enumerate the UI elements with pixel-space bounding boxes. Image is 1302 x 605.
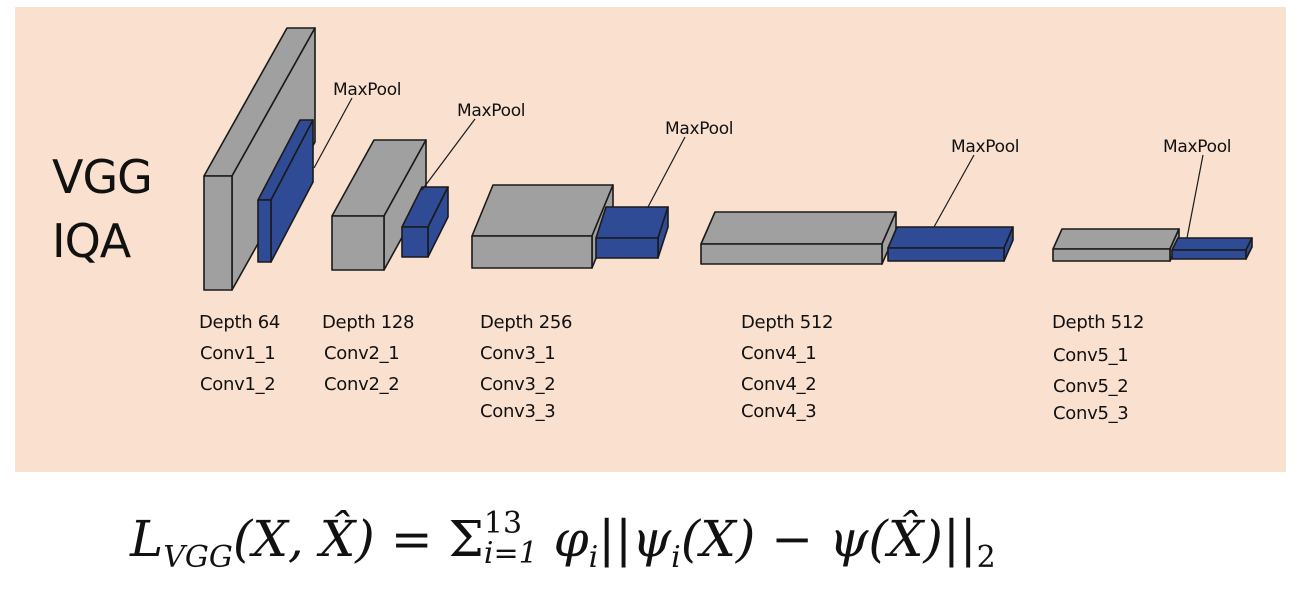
- maxpool-label-2: MaxPool: [457, 101, 526, 121]
- maxpool-block-2: [401, 186, 449, 258]
- maxpool-leader-line-3: [647, 136, 686, 208]
- formula-sum-lower: i=1: [483, 536, 538, 571]
- maxpool-label-4: MaxPool: [951, 137, 1020, 157]
- maxpool-block-5-top-face: [1171, 237, 1253, 251]
- layer-label-conv1-2: Conv1_2: [200, 374, 276, 395]
- conv-block-1: [203, 27, 316, 291]
- formula-psi-2: ψ: [829, 510, 869, 568]
- maxpool-block-4-top-face: [887, 226, 1014, 249]
- layer-label-conv2-2: Conv2_2: [324, 374, 400, 395]
- depth-label-4: Depth 512: [741, 312, 834, 333]
- formula-minus: −: [771, 510, 814, 568]
- vgg-block-5: [1052, 154, 1253, 262]
- formula-phi-subscript: i: [588, 540, 599, 575]
- conv-block-5-front-face: [1052, 248, 1171, 262]
- maxpool-block-2-front-face: [401, 226, 429, 258]
- formula-phi: φ: [553, 510, 589, 568]
- conv-block-2: [331, 139, 427, 271]
- maxpool-block-1: [257, 119, 314, 263]
- maxpool-label-3: MaxPool: [665, 119, 734, 139]
- conv-block-3-top-face: [471, 184, 614, 237]
- conv-block-5: [1052, 228, 1180, 262]
- formula-arg-2: (X̂): [868, 510, 943, 568]
- layer-label-conv5-2: Conv5_2: [1053, 376, 1129, 397]
- depth-label-5: Depth 512: [1052, 312, 1145, 333]
- layer-label-conv4-1: Conv4_1: [741, 343, 817, 364]
- maxpool-leader-line-1: [313, 97, 353, 169]
- layer-label-conv3-2: Conv3_2: [480, 374, 556, 395]
- layer-label-conv3-3: Conv3_3: [480, 401, 556, 422]
- title-vgg: VGG: [52, 150, 153, 204]
- formula-sigma: Σ: [448, 510, 484, 568]
- layer-label-conv1-1: Conv1_1: [200, 343, 276, 364]
- conv-block-3-front-face: [471, 235, 593, 269]
- title-iqa: IQA: [52, 214, 131, 268]
- formula-loss-args: (X, X̂): [232, 510, 375, 568]
- layer-label-conv4-3: Conv4_3: [741, 401, 817, 422]
- depth-label-2: Depth 128: [322, 312, 415, 333]
- maxpool-block-5-front-face: [1171, 249, 1247, 260]
- formula-loss-subscript: VGG: [163, 540, 233, 575]
- depth-label-3: Depth 256: [480, 312, 573, 333]
- maxpool-leader-line-5: [1186, 154, 1204, 239]
- maxpool-block-3-front-face: [595, 237, 659, 259]
- layer-label-conv4-2: Conv4_2: [741, 374, 817, 395]
- layer-label-conv5-3: Conv5_3: [1053, 403, 1129, 424]
- vgg-block-1: [203, 27, 353, 291]
- conv-block-5-top-face: [1052, 228, 1180, 250]
- formula-psi-1: ψ: [631, 510, 672, 568]
- formula-norm-close: ||: [942, 510, 977, 568]
- conv-block-4: [700, 211, 897, 265]
- depth-label-1: Depth 64: [199, 312, 281, 333]
- maxpool-label-5: MaxPool: [1163, 137, 1232, 157]
- maxpool-block-3-top-face: [595, 206, 669, 239]
- vgg-block-3: [471, 136, 686, 269]
- layer-label-conv5-1: Conv5_1: [1053, 345, 1129, 366]
- conv-block-2-front-face: [331, 215, 385, 271]
- formula-sum-upper: 13: [483, 506, 523, 541]
- maxpool-label-1: MaxPool: [333, 80, 402, 100]
- formula-arg-1: (X): [680, 510, 756, 568]
- conv-block-4-front-face: [700, 243, 883, 265]
- formula-psi-1-subscript: i: [671, 540, 681, 575]
- maxpool-block-4-front-face: [887, 247, 1005, 262]
- formula-norm-subscript: 2: [976, 540, 996, 575]
- maxpool-block-5: [1171, 237, 1253, 260]
- vgg-block-4: [700, 154, 1014, 265]
- conv-block-3: [471, 184, 614, 269]
- maxpool-leader-line-4: [933, 154, 975, 228]
- maxpool-block-3: [595, 206, 669, 259]
- formula-equals: =: [390, 510, 433, 568]
- maxpool-block-4: [887, 226, 1014, 262]
- conv-block-4-top-face: [700, 211, 897, 245]
- maxpool-block-1-front-face: [257, 199, 272, 263]
- maxpool-leader-line-2: [421, 118, 476, 191]
- layer-label-conv3-1: Conv3_1: [480, 343, 556, 364]
- vgg-block-2: [331, 118, 476, 271]
- formula-norm-open: ||: [598, 510, 632, 568]
- layer-label-conv2-1: Conv2_1: [324, 343, 400, 364]
- formula-loss-symbol: L: [130, 510, 164, 568]
- conv-block-1-front-face: [203, 175, 233, 291]
